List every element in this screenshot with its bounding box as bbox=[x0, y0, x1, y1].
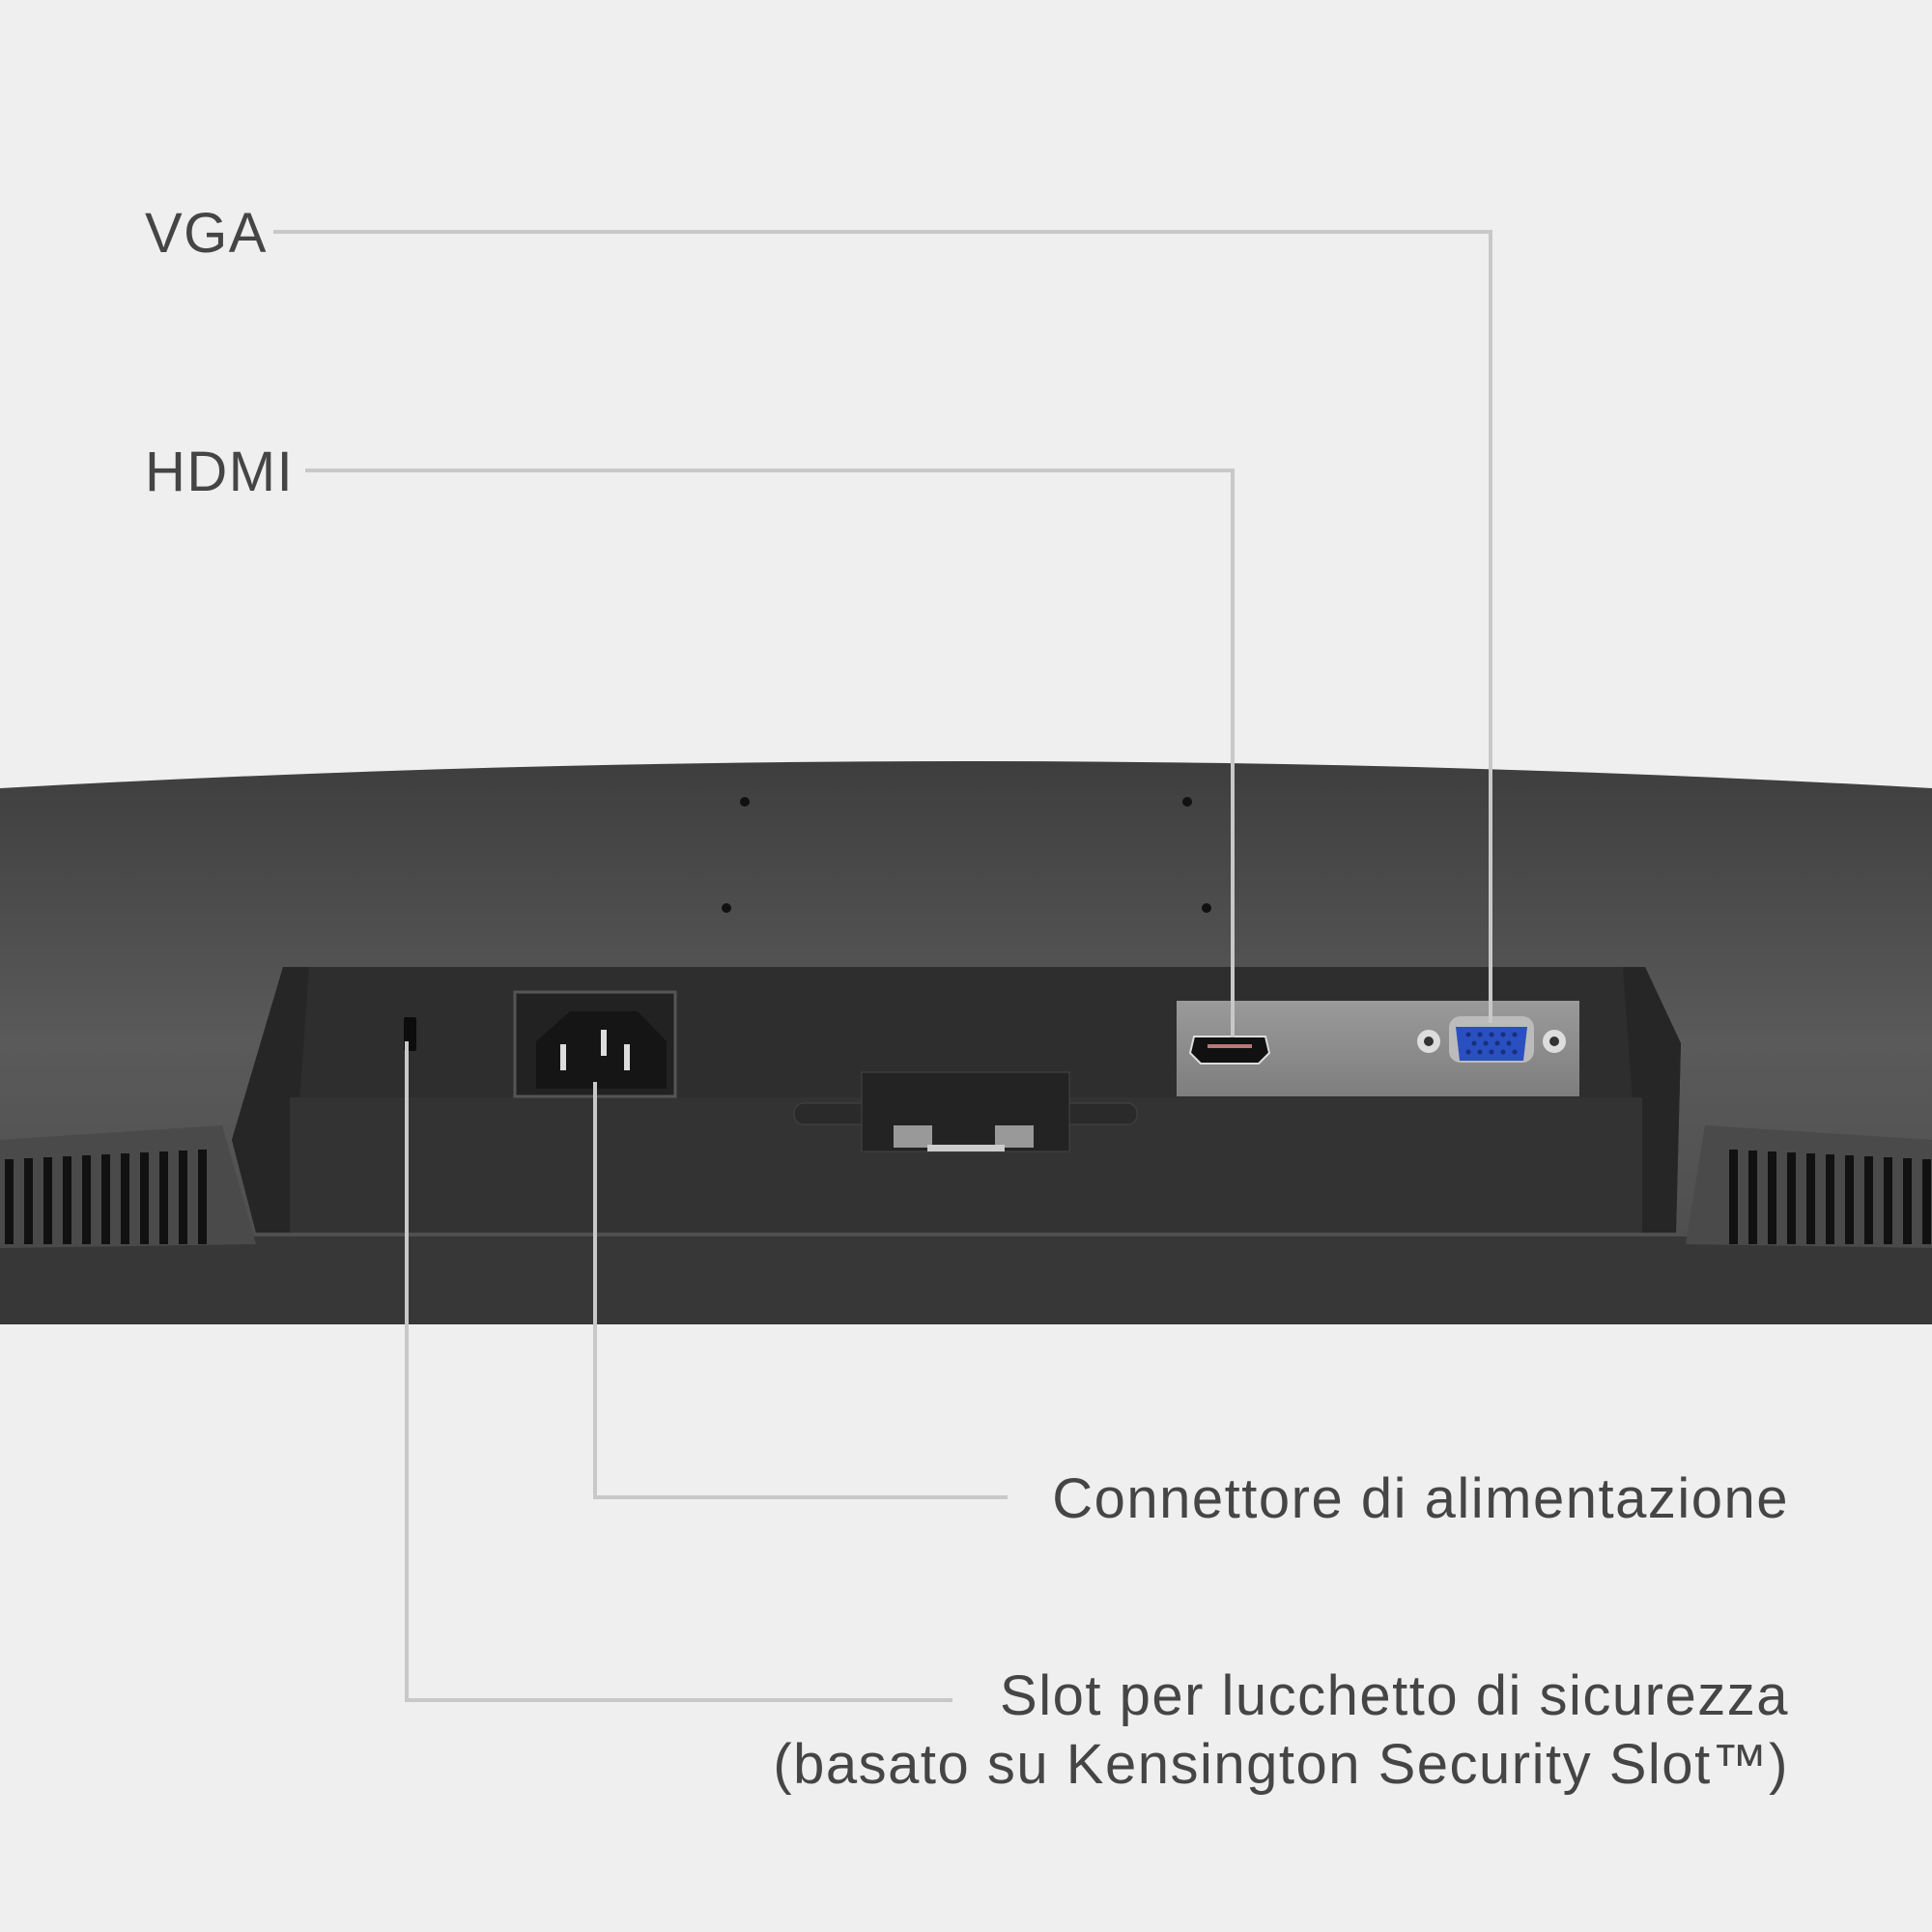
vga-label: VGA bbox=[145, 202, 268, 265]
hdmi-label: HDMI bbox=[145, 440, 295, 503]
security-leader-line bbox=[405, 1041, 952, 1702]
power-leader-line bbox=[593, 1082, 1008, 1499]
monitor-bottom-edge bbox=[0, 1236, 1932, 1324]
vga-port bbox=[1417, 1016, 1566, 1063]
vent-left bbox=[0, 1125, 256, 1248]
io-plate bbox=[1177, 1001, 1579, 1096]
vesa-hole bbox=[1202, 903, 1211, 913]
hdmi-leader-line bbox=[305, 469, 1235, 1037]
security-slot-label-line2: (basato su Kensington Security Slot™) bbox=[773, 1733, 1789, 1796]
vga-leader-line bbox=[273, 230, 1492, 1023]
hdmi-port bbox=[1188, 1036, 1271, 1065]
vesa-hole bbox=[1182, 797, 1192, 807]
vesa-hole bbox=[740, 797, 750, 807]
power-socket bbox=[513, 990, 677, 1098]
stand-bracket bbox=[793, 1071, 1138, 1152]
vent-right bbox=[1686, 1125, 1932, 1248]
vesa-hole bbox=[722, 903, 731, 913]
security-slot-label-line1: Slot per lucchetto di sicurezza bbox=[1000, 1664, 1789, 1727]
power-connector-label: Connettore di alimentazione bbox=[1052, 1467, 1789, 1530]
